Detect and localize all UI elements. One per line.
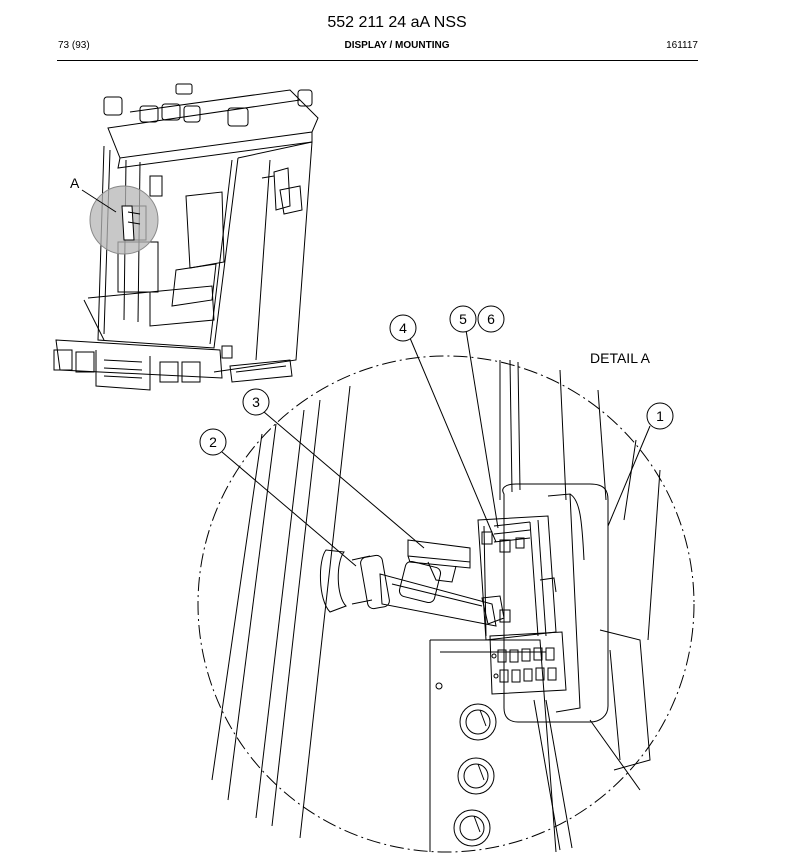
callout-4 (389, 314, 417, 342)
callout-1-label: 1 (656, 408, 664, 424)
detail-a-view (197, 329, 695, 853)
callout-5-label: 5 (459, 311, 467, 327)
detail-marker-a: A (70, 175, 80, 191)
page-number: 73 (93) (58, 40, 90, 51)
callout-3 (242, 388, 270, 416)
callout-2-label: 2 (209, 434, 217, 450)
detail-title: DETAIL A (590, 350, 651, 366)
header-rule (57, 60, 698, 61)
callout-4-label: 4 (399, 320, 407, 336)
callout-2 (199, 428, 227, 456)
callout-3-label: 3 (252, 394, 260, 410)
date-code: 161117 (666, 40, 698, 51)
document-number: 552 211 24 aA NSS (327, 14, 467, 31)
section-title: DISPLAY / MOUNTING (344, 40, 450, 51)
callout-6-label: 6 (487, 311, 495, 327)
callout-6 (477, 305, 505, 333)
cab-overview (53, 83, 319, 391)
callout-5 (449, 305, 477, 333)
callout-1 (646, 402, 674, 430)
